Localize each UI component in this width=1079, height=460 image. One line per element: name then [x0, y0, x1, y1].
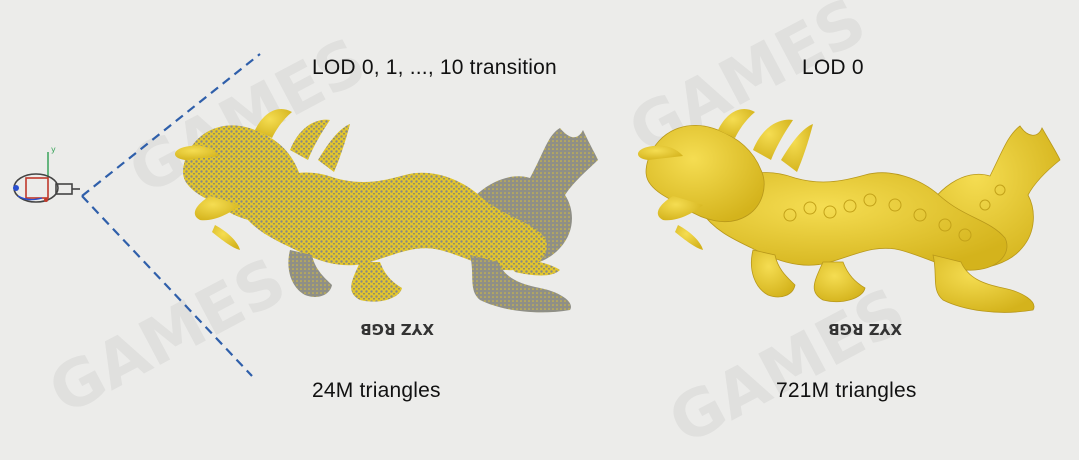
right-title: LOD 0: [802, 56, 864, 79]
plate-text-left: XYZ RGB: [360, 320, 434, 338]
camera-gizmo-icon: y: [13, 145, 80, 203]
slide-canvas: GAMES GAMES GAMES GAMES y: [13, 0, 1061, 460]
right-caption: 721M triangles: [776, 379, 917, 402]
dragon-lod-transition: [174, 109, 598, 313]
left-caption: 24M triangles: [312, 379, 441, 402]
dragon-lod-0: [637, 109, 1061, 313]
scene-graphics: y: [13, 53, 1061, 377]
left-title: LOD 0, 1, ..., 10 transition: [312, 56, 557, 79]
view-frustum-lines: [81, 53, 261, 377]
svg-text:y: y: [51, 145, 56, 154]
plate-text-right: XYZ RGB: [828, 320, 902, 338]
